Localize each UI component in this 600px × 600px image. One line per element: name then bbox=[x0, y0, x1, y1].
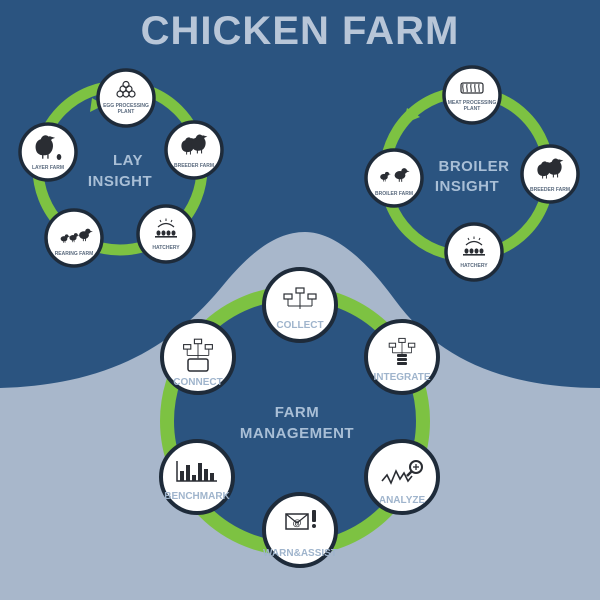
lay-node-breeder-farm: BREEDER FARM bbox=[164, 120, 224, 180]
fm-node-analyze-label: ANALYZE bbox=[379, 495, 426, 506]
broiler-node-hatchery: HATCHERY bbox=[444, 222, 504, 282]
lay-node-egg-processing-label2: PLANT bbox=[118, 109, 135, 115]
broiler-node-meat-processing-label1: MEAT PROCESSING bbox=[448, 100, 497, 106]
lay-node-layer-farm: LAYER FARM bbox=[18, 122, 78, 182]
broiler-node-broiler-farm-label: BROILER FARM bbox=[375, 191, 413, 197]
lay-insight-cycle: LAY INSIGHT EGG PROCESSING PLANT BREEDER… bbox=[18, 68, 224, 268]
broiler-node-hatchery-label: HATCHERY bbox=[460, 263, 488, 269]
analyze-chart-magnifier-icon bbox=[381, 460, 423, 485]
page-title: CHICKEN FARM bbox=[141, 9, 460, 53]
fm-node-warn-assist: @ WARN&ASSIST bbox=[262, 492, 338, 568]
lay-node-egg-processing: EGG PROCESSING PLANT bbox=[96, 68, 156, 128]
broiler-cycle-title-line2: INSIGHT bbox=[435, 178, 499, 195]
broiler-insight-cycle: BROILER INSIGHT MEAT PROCESSING PLANT BR… bbox=[364, 65, 580, 282]
connect-tablet-icon bbox=[183, 338, 213, 372]
fm-node-benchmark: BENCHMARK bbox=[159, 439, 235, 515]
lay-cycle-arrow-icon bbox=[90, 98, 104, 112]
broiler-node-breeder-farm: BREEDER FARM bbox=[520, 144, 580, 204]
lay-node-egg-processing-label1: EGG PROCESSING bbox=[103, 103, 149, 109]
broiler-node-broiler-farm: BROILER FARM bbox=[364, 148, 424, 208]
fm-node-analyze: ANALYZE bbox=[364, 439, 440, 515]
broiler-cycle-title-line1: BROILER bbox=[439, 158, 510, 175]
broiler-node-meat-processing-label2: PLANT bbox=[464, 106, 481, 112]
broiler-node-breeder-farm-label: BREEDER FARM bbox=[530, 187, 570, 193]
lay-node-hatchery: HATCHERY bbox=[136, 204, 196, 264]
lay-node-rearing-farm-label: REARING FARM bbox=[55, 251, 94, 257]
bar-chart-icon bbox=[176, 461, 217, 482]
fm-node-integrate-label: INTEGRATE bbox=[373, 372, 430, 383]
lay-node-layer-farm-label: LAYER FARM bbox=[32, 165, 64, 171]
farm-management-cycle: FARM MANAGEMENT COLLECT INTEGRATE bbox=[159, 267, 440, 568]
svg-text:@: @ bbox=[293, 518, 302, 528]
farm-management-title-line1: FARM bbox=[275, 404, 320, 421]
fm-node-benchmark-label: BENCHMARK bbox=[164, 491, 230, 502]
fm-node-collect-label: COLLECT bbox=[276, 320, 323, 331]
broiler-cycle-arrow-icon bbox=[403, 108, 420, 124]
hen-egg-icon bbox=[35, 135, 62, 160]
lay-cycle-title-line1: LAY bbox=[113, 152, 143, 169]
lay-node-breeder-farm-label: BREEDER FARM bbox=[174, 163, 214, 169]
fm-node-collect: COLLECT bbox=[262, 267, 338, 343]
fm-node-integrate: INTEGRATE bbox=[364, 319, 440, 395]
fm-node-connect-label: CONNECT bbox=[173, 377, 222, 388]
broiler-node-meat-processing: MEAT PROCESSING PLANT bbox=[442, 65, 502, 125]
fm-node-connect: CONNECT bbox=[160, 319, 236, 395]
lay-node-rearing-farm: REARING FARM bbox=[44, 208, 104, 268]
lay-cycle-title-line2: INSIGHT bbox=[88, 173, 152, 190]
warning-mail-icon: @ bbox=[285, 510, 316, 530]
fm-node-warn-assist-label: WARN&ASSIST bbox=[263, 548, 337, 559]
farm-management-title-line2: MANAGEMENT bbox=[240, 425, 354, 442]
lay-node-hatchery-label: HATCHERY bbox=[152, 245, 180, 251]
integrate-database-icon bbox=[388, 337, 416, 365]
